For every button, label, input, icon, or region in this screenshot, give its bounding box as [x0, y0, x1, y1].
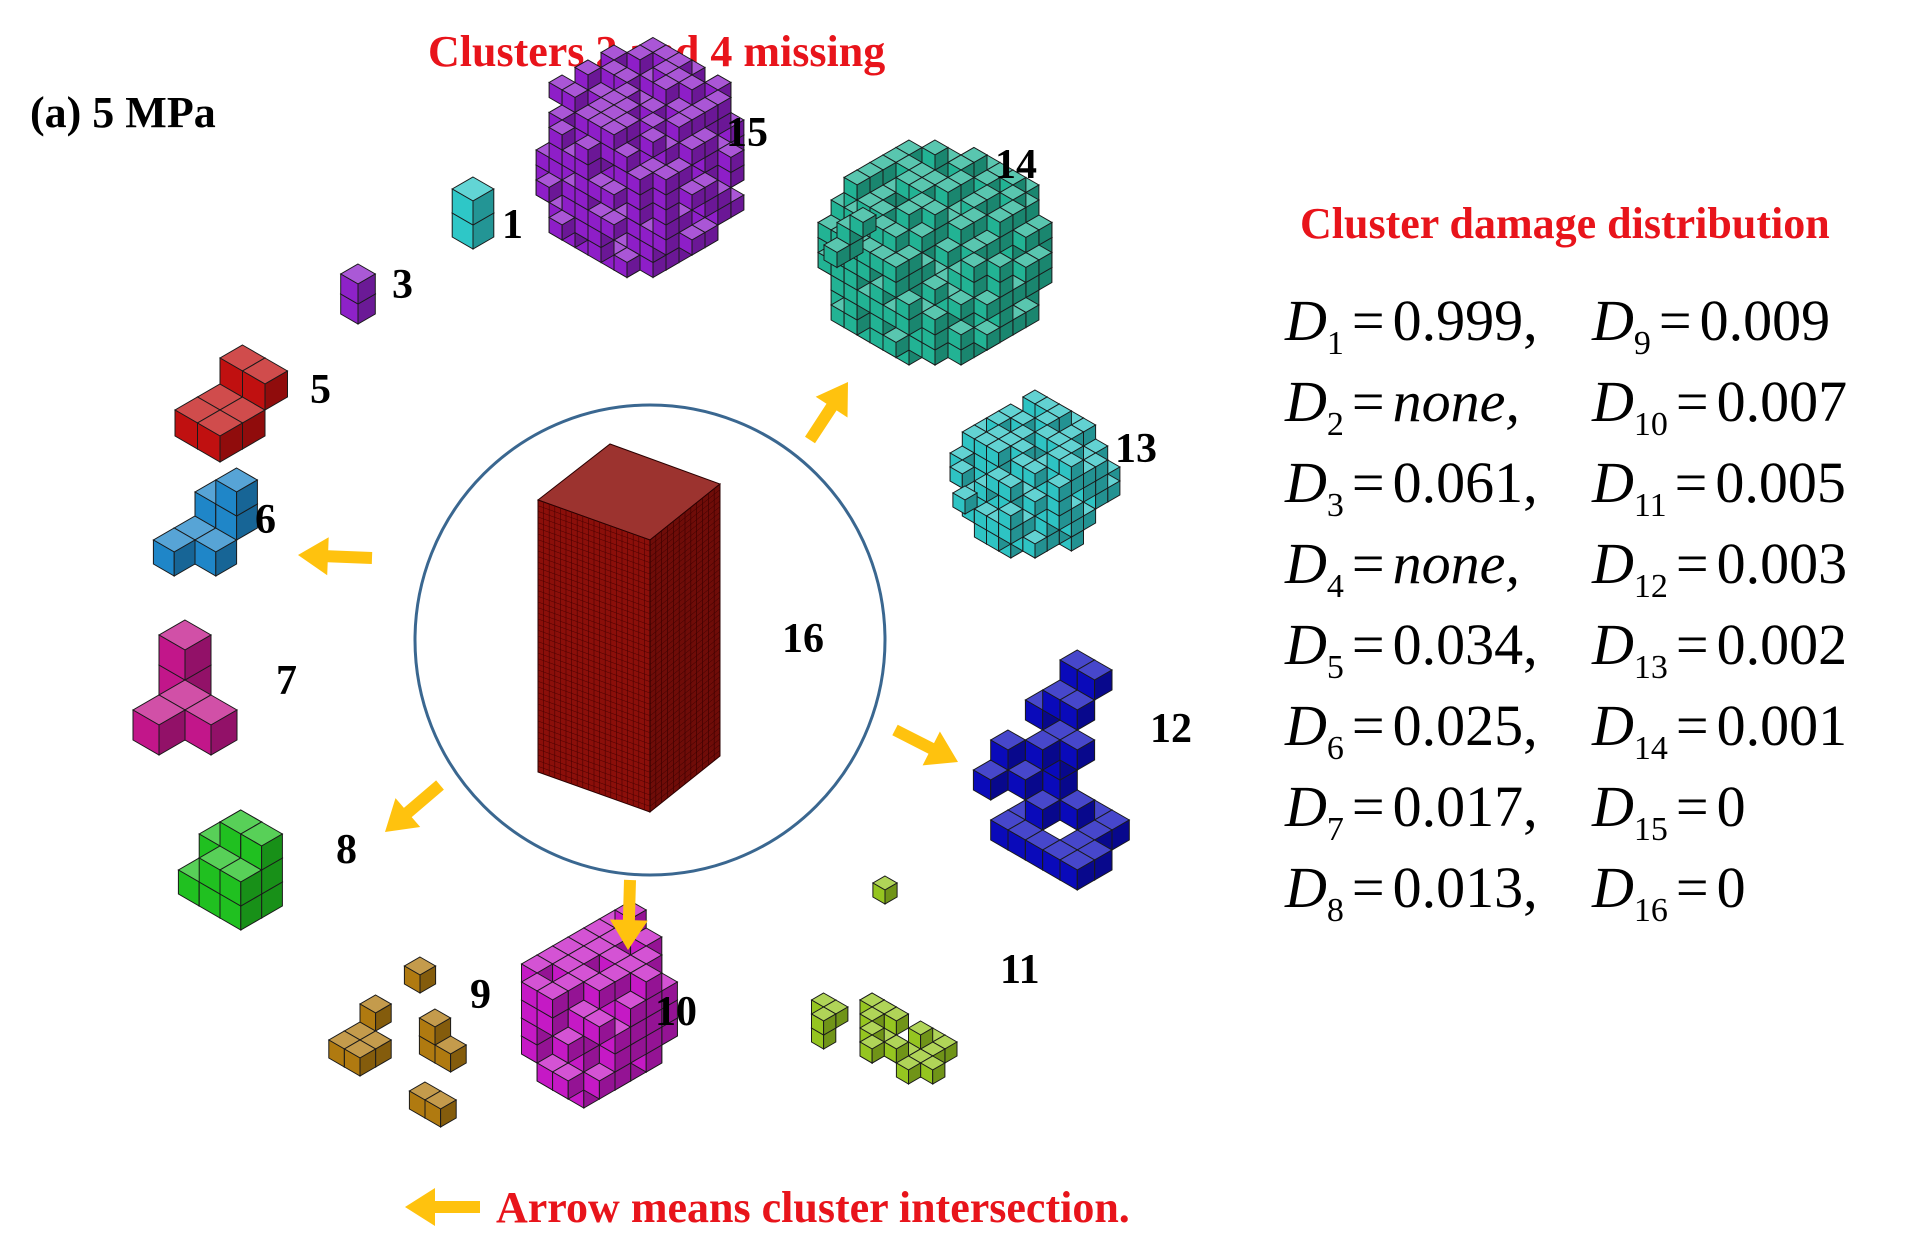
intersection-circle [413, 403, 887, 877]
damage-eq-8: D8=0.013, [1284, 855, 1538, 929]
cluster-14 [817, 139, 1053, 366]
damage-title: Cluster damage distribution [1300, 199, 1830, 248]
arrow-to-6 [298, 537, 373, 576]
damage-eq-13: D13=0.002 [1591, 612, 1847, 686]
damage-eq-3: D3=0.061, [1284, 450, 1538, 524]
damage-eq-11: D11=0.005 [1591, 450, 1846, 524]
cluster-9 [403, 956, 437, 994]
damage-eq-14: D14=0.001 [1591, 693, 1847, 767]
cluster-14b [822, 206, 878, 269]
cluster-label-12: 12 [1150, 706, 1192, 752]
cluster-12 [972, 649, 1131, 891]
damage-eq-2: D2=none, [1284, 369, 1520, 443]
damage-eq-1: D1=0.999, [1284, 288, 1538, 362]
arrow-to-8 [385, 780, 444, 832]
cluster-6 [152, 467, 259, 577]
cluster-9d [408, 1081, 458, 1128]
damage-eq-5: D5=0.034, [1284, 612, 1538, 686]
cluster-label-13: 13 [1115, 426, 1157, 472]
cluster-9c [418, 1008, 468, 1073]
cluster-label-6: 6 [255, 497, 276, 543]
cluster-5 [174, 344, 289, 463]
damage-eq-4: D4=none, [1284, 531, 1520, 605]
cluster-9b [327, 994, 393, 1077]
cluster-label-9: 9 [470, 972, 491, 1018]
cluster-7 [131, 619, 239, 756]
arrow-legend [405, 1188, 480, 1226]
damage-eq-6: D6=0.025, [1284, 693, 1538, 767]
cluster-label-7: 7 [276, 658, 297, 704]
cluster-11 [810, 992, 958, 1085]
cluster-label-1: 1 [502, 202, 523, 248]
cluster-16 [536, 443, 722, 814]
cluster-11b [871, 875, 899, 905]
cluster-label-16: 16 [782, 616, 824, 662]
damage-eq-16: D16=0 [1591, 855, 1746, 929]
arrow-to-14 [805, 382, 848, 444]
cluster-label-15: 15 [726, 110, 768, 156]
panel-label: (a) 5 MPa [30, 88, 216, 137]
cluster-label-8: 8 [336, 827, 357, 873]
cluster-label-3: 3 [392, 262, 413, 308]
arrow-to-12 [892, 724, 958, 766]
cluster-15 [535, 36, 745, 279]
cluster-3 [339, 263, 377, 325]
cluster-13 [949, 389, 1121, 559]
damage-eq-10: D10=0.007 [1591, 369, 1847, 443]
cluster-1 [451, 176, 495, 250]
arrow-to-10 [609, 879, 648, 950]
damage-eq-12: D12=0.003 [1591, 531, 1847, 605]
cluster-13b [951, 485, 979, 515]
cluster-10 [520, 900, 679, 1109]
cluster-label-10: 10 [655, 989, 697, 1035]
cluster-label-11: 11 [1000, 947, 1040, 993]
footer-note: Arrow means cluster intersection. [496, 1183, 1130, 1232]
cluster-8 [177, 809, 284, 931]
cluster-label-14: 14 [995, 142, 1037, 188]
cluster-label-5: 5 [310, 367, 331, 413]
damage-eq-15: D15=0 [1591, 774, 1746, 848]
damage-eq-9: D9=0.009 [1591, 288, 1830, 362]
damage-eq-7: D7=0.017, [1284, 774, 1538, 848]
